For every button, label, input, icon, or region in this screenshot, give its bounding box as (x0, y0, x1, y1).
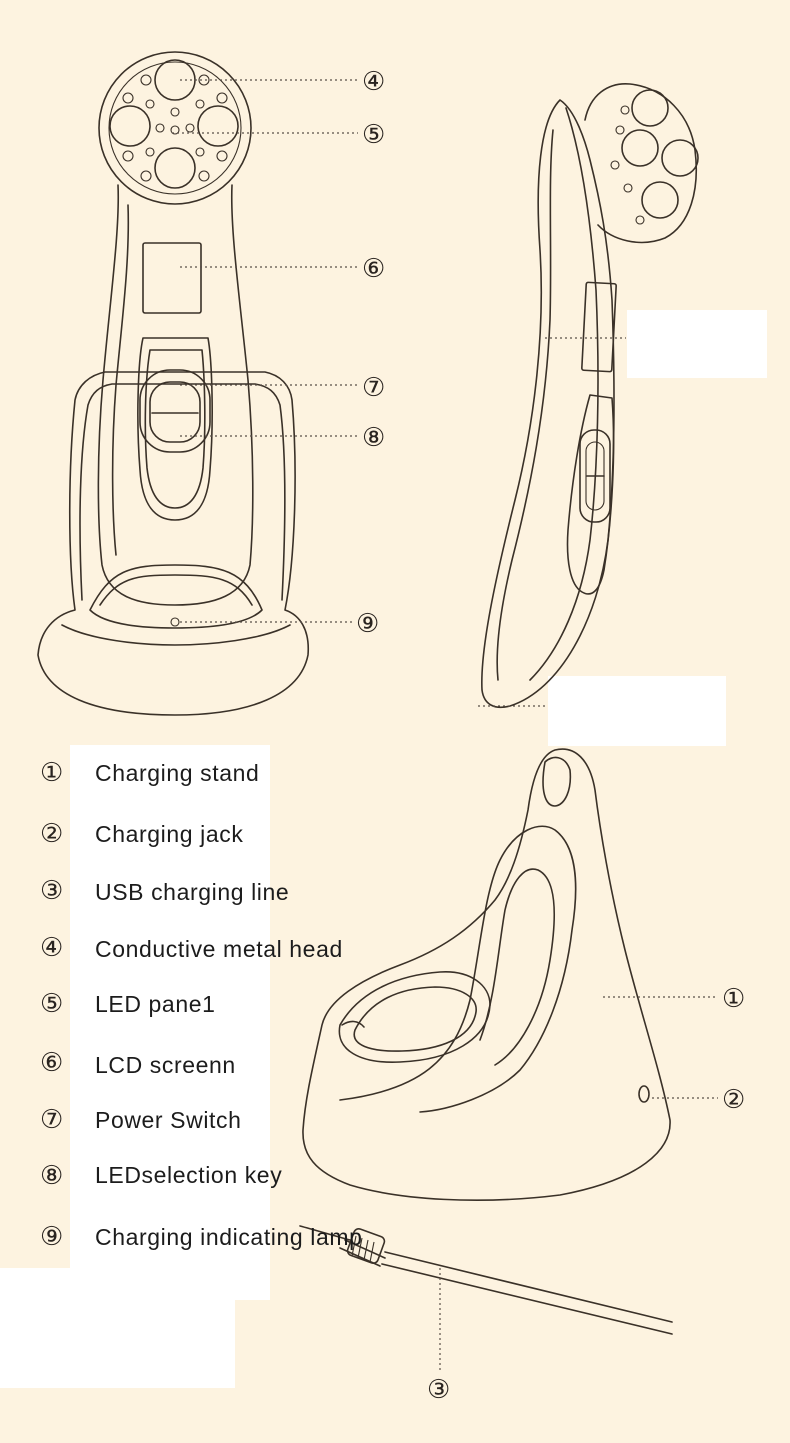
legend-num-4: ④ (40, 933, 63, 963)
legend-label-charging-indicating-lamp: Charging indicating lamp (95, 1224, 363, 1250)
front-button-frame (139, 369, 211, 453)
charging-stand-view (302, 748, 671, 1201)
callout-usb: ③ (427, 1375, 450, 1405)
usb-cable (299, 1225, 673, 1335)
side-control-panel (566, 394, 615, 595)
front-handle-inner (111, 204, 130, 556)
callout-stand: ① (722, 984, 745, 1014)
legend-panel (70, 745, 270, 1300)
legend-label-lcd-screen: LCD screenn (95, 1052, 236, 1078)
callout-power: ⑦ (362, 373, 385, 403)
side-body (481, 99, 615, 709)
legend-label-power-switch: Power Switch (95, 1107, 242, 1133)
stand-cradle-inner (353, 986, 477, 1052)
stand-cradle (338, 971, 491, 1063)
legend-num-2: ② (40, 819, 63, 849)
front-base (37, 371, 310, 716)
front-electrode-top (154, 59, 196, 101)
side-electrode-4 (641, 181, 679, 219)
front-lcd-screen (142, 242, 202, 314)
side-led-dots (610, 105, 645, 225)
front-base-inner (79, 383, 286, 601)
legend-label-led-selection-key: LEDselection key (95, 1162, 283, 1188)
side-body-back (529, 107, 599, 681)
white-patch-top (627, 310, 767, 378)
legend-label-conductive-metal-head: Conductive metal head (95, 936, 343, 962)
side-button (579, 429, 611, 523)
callout-lamp: ⑨ (356, 609, 379, 639)
stand-top-tab (542, 756, 572, 807)
front-button (149, 381, 201, 443)
front-led-dots (122, 74, 228, 182)
legend-label-charging-jack: Charging jack (95, 821, 244, 847)
legend-num-8: ⑧ (40, 1161, 63, 1191)
callout-key: ⑧ (362, 423, 385, 453)
side-head (584, 83, 698, 244)
callout-head: ④ (362, 67, 385, 97)
side-electrode-3 (661, 139, 699, 177)
side-body-inner (496, 129, 554, 681)
callout-led: ⑤ (362, 120, 385, 150)
stand-charging-jack (638, 1085, 650, 1103)
callout-numbers: ④ ⑤ ⑥ ⑦ ⑧ ⑨ ① ② ③ (356, 67, 745, 1405)
leader-lines (172, 79, 718, 1372)
legend-label-usb-charging-line: USB charging line (95, 879, 290, 905)
front-head-face (108, 61, 242, 195)
front-base-cradle (89, 564, 263, 629)
side-lcd-screen (581, 281, 617, 373)
front-control-panel-inner (144, 349, 206, 509)
stand-body (302, 748, 671, 1201)
side-electrode-1 (631, 89, 669, 127)
front-charging-lamp (170, 617, 180, 627)
front-head-rim (98, 51, 252, 205)
legend-num-3: ③ (40, 876, 63, 906)
white-patch-bottom-left (0, 1268, 235, 1388)
legend-num-9: ⑨ (40, 1222, 63, 1252)
white-patch-bottom-right (548, 676, 726, 746)
front-base-cradle-inner (99, 574, 253, 606)
side-electrode-2 (621, 129, 659, 167)
legend-num-7: ⑦ (40, 1105, 63, 1135)
front-control-panel (137, 337, 213, 521)
stand-loop-inner (479, 868, 556, 1066)
stand-loop-outer (339, 825, 577, 1113)
front-base-groove (61, 624, 291, 646)
front-handle (97, 184, 254, 606)
callout-lcd: ⑥ (362, 254, 385, 284)
legend-num-6: ⑥ (40, 1048, 63, 1078)
legend-label-led-panel: LED pane1 (95, 991, 216, 1017)
front-electrode-right (197, 105, 239, 147)
legend-num-1: ① (40, 758, 63, 788)
front-electrode-bottom (154, 147, 196, 189)
side-view-device (481, 83, 699, 709)
legend-numbers: ① ② ③ ④ ⑤ ⑥ ⑦ ⑧ ⑨ (40, 758, 63, 1252)
legend-num-5: ⑤ (40, 989, 63, 1019)
legend-label-charging-stand: Charging stand (95, 760, 260, 786)
front-view-device (37, 51, 310, 716)
callout-jack: ② (722, 1085, 745, 1115)
front-electrode-left (109, 105, 151, 147)
